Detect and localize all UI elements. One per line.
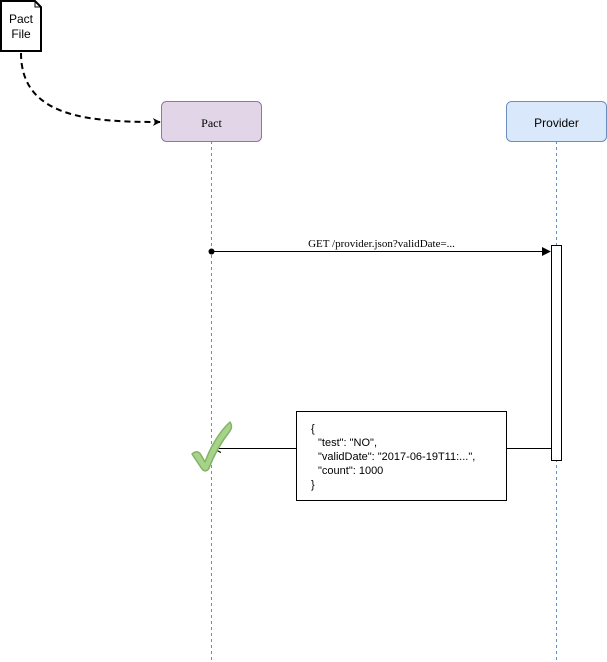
request-label: GET /provider.json?validDate=... [308, 238, 455, 250]
participant-provider[interactable]: Provider [506, 101, 607, 142]
response-line-1: "test": "NO", [318, 437, 377, 449]
participant-pact-label: Pact [201, 116, 222, 130]
checkmark-icon [191, 421, 233, 472]
response-message[interactable]: { "test": "NO", "validDate": "2017-06-19… [213, 411, 552, 501]
pact-file-label-line2: File [11, 27, 31, 41]
response-line-4: } [311, 479, 315, 491]
pact-file-to-pact-arrow [20, 52, 161, 126]
document-icon [0, 0, 42, 52]
participant-provider-label: Provider [534, 116, 579, 130]
request-message[interactable]: GET /provider.json?validDate=... [208, 238, 551, 256]
pact-file-label-line1: Pact [9, 12, 34, 26]
response-line-2: "validDate": "2017-06-19T11:...", [318, 451, 475, 463]
response-body-text: { "test": "NO", "validDate": "2017-06-19… [311, 423, 475, 491]
provider-activation-bar [551, 245, 562, 461]
response-line-0: { [311, 423, 315, 435]
participant-pact[interactable]: Pact [161, 101, 262, 142]
response-line-3: "count": 1000 [318, 465, 383, 477]
participant-pact-box [161, 101, 262, 142]
pact-file-node[interactable]: Pact File [0, 0, 42, 52]
document-fold-icon [34, 1, 41, 8]
response-body-box [296, 411, 507, 501]
